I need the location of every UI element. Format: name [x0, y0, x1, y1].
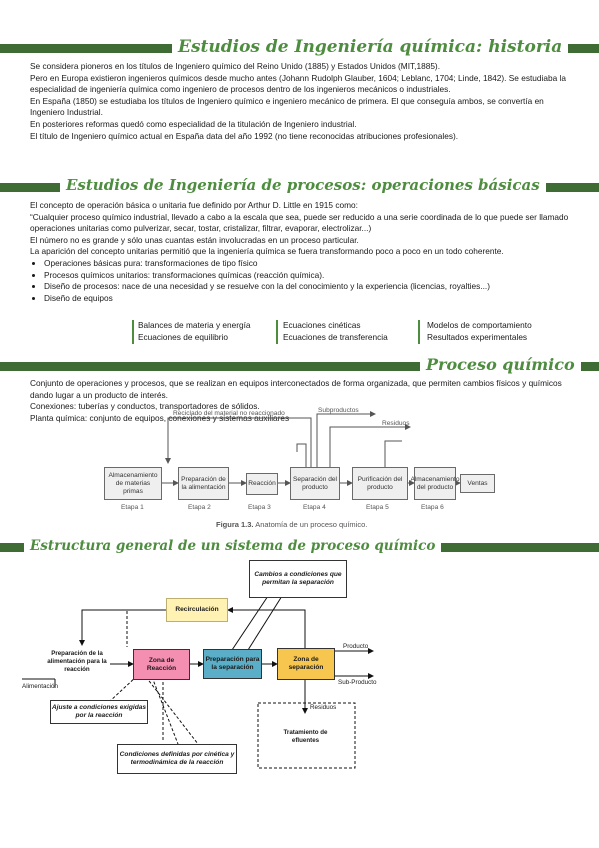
list-item: Procesos químicos unitarios: transformac… [44, 270, 575, 282]
stage-label: Etapa 2 [188, 504, 211, 511]
section-title-historia: Estudios de Ingeniería química: historia [172, 36, 569, 58]
prep-alimentacion-box: Preparación de la alimentación para la r… [44, 648, 110, 676]
figure1-box: Purificación del producto [352, 467, 408, 500]
figure1-caption: Figura 1.3. Anatomía de un proceso quími… [216, 520, 367, 529]
section-title-proceso: Proceso químico [420, 354, 581, 376]
zona-separacion-box: Zona de separación [277, 648, 335, 680]
stage-label: Etapa 3 [248, 504, 271, 511]
figure1-box: Preparación de la alimentación [178, 467, 229, 500]
paragraph: “Cualquier proceso químico industrial, l… [30, 211, 569, 234]
list-item: Ecuaciones de transferencia [283, 331, 388, 342]
paragraph: El concepto de operación básica o unitar… [30, 200, 358, 210]
paragraph: En España (1850) se estudiaba los título… [30, 95, 544, 118]
prep-separacion-box: Preparación para la separación [203, 649, 262, 679]
producto-label: Producto [343, 643, 369, 650]
stage-label: Etapa 5 [366, 504, 389, 511]
list-item: Ecuaciones cinéticas [283, 320, 361, 330]
design-col-1: Balances de materia y energía Ecuaciones… [138, 320, 251, 343]
alimentacion-label: Alimentación [22, 683, 59, 690]
zona-reaccion-box: Zona de Reacción [133, 649, 190, 680]
figure1-byproducts-label: Subproductos [318, 407, 359, 414]
column-bracket [132, 320, 134, 344]
list-item: Resultados experimentales [427, 331, 528, 342]
caption-number: Figura 1.3. [216, 520, 254, 529]
paragraph: Planta química: conjunto de equipos, con… [30, 412, 290, 423]
stage-label: Etapa 4 [303, 504, 326, 511]
paragraph: El título de Ingeniero químico actual en… [30, 130, 459, 141]
figure1-box: Reacción [246, 473, 278, 495]
caption-text: Anatomía de un proceso químico. [255, 520, 368, 529]
paragraph: En posteriores reformas quedó como espec… [30, 118, 357, 129]
column-bracket [418, 320, 420, 344]
design-col-3: Modelos de comportamiento Resultados exp… [427, 320, 532, 343]
column-bracket [276, 320, 278, 344]
stage-label: Etapa 1 [121, 504, 144, 511]
condiciones-callout: Condiciones definidas por cinética y ter… [117, 744, 237, 774]
list-item: Diseño de procesos: nace de una necesida… [44, 281, 575, 293]
tratamiento-box: Tratamiento de efluentes [283, 729, 328, 744]
section-band-proceso [0, 362, 599, 371]
proceso-text: Conjunto de operaciones y procesos, que … [30, 378, 575, 424]
paragraph: Se considera pioneros en los títulos de … [30, 61, 441, 71]
paragraph: La aparición del concepto unitarias perm… [30, 246, 504, 257]
figure1-box: Ventas [460, 474, 495, 493]
cambios-callout: Cambios a condiciones que permitan la se… [249, 560, 347, 598]
historia-text: Se considera pioneros en los títulos de … [30, 61, 575, 142]
procesos-text: El concepto de operación básica o unitar… [30, 200, 575, 304]
section-title-procesos: Estudios de Ingeniería de procesos: oper… [60, 175, 546, 196]
paragraph: Pero en Europa existieron ingenieros quí… [30, 72, 566, 95]
ajuste-callout: Ajuste a condiciones exigidas por la rea… [50, 700, 148, 724]
paragraph: Conjunto de operaciones y procesos, que … [30, 378, 562, 400]
list-item: Operaciones básicas pura: transformacion… [44, 258, 575, 270]
figure1-box: Almacenamiento del producto [410, 467, 460, 500]
stage-label: Etapa 6 [421, 504, 444, 511]
design-col-2: Ecuaciones cinéticas Ecuaciones de trans… [283, 320, 388, 343]
section-title-estructura: Estructura general de un sistema de proc… [24, 536, 442, 556]
list-item: Ecuaciones de equilibrio [138, 331, 228, 342]
paragraph: Conexiones: tuberías y conductos, transp… [30, 401, 260, 412]
figure1-box: Almacenamiento de materias primas [104, 467, 162, 500]
recirculacion-box: Recirculación [166, 598, 228, 622]
paragraph: El número no es grande y sólo unas cuant… [30, 234, 359, 245]
list-item: Diseño de equipos [44, 293, 575, 305]
subproducto-label: Sub-Producto [338, 679, 377, 686]
bullet-list: Operaciones básicas pura: transformacion… [30, 258, 575, 304]
list-item: Modelos de comportamiento [427, 320, 532, 330]
figure1-recycle-label: Reciclado del material no reaccionado [173, 410, 285, 417]
figure1-box: Separación del producto [290, 467, 340, 500]
list-item: Balances de materia y energía [138, 320, 251, 330]
figure1-residues-label: Residuos [382, 420, 410, 427]
residuos-label: Residuos [310, 704, 337, 711]
